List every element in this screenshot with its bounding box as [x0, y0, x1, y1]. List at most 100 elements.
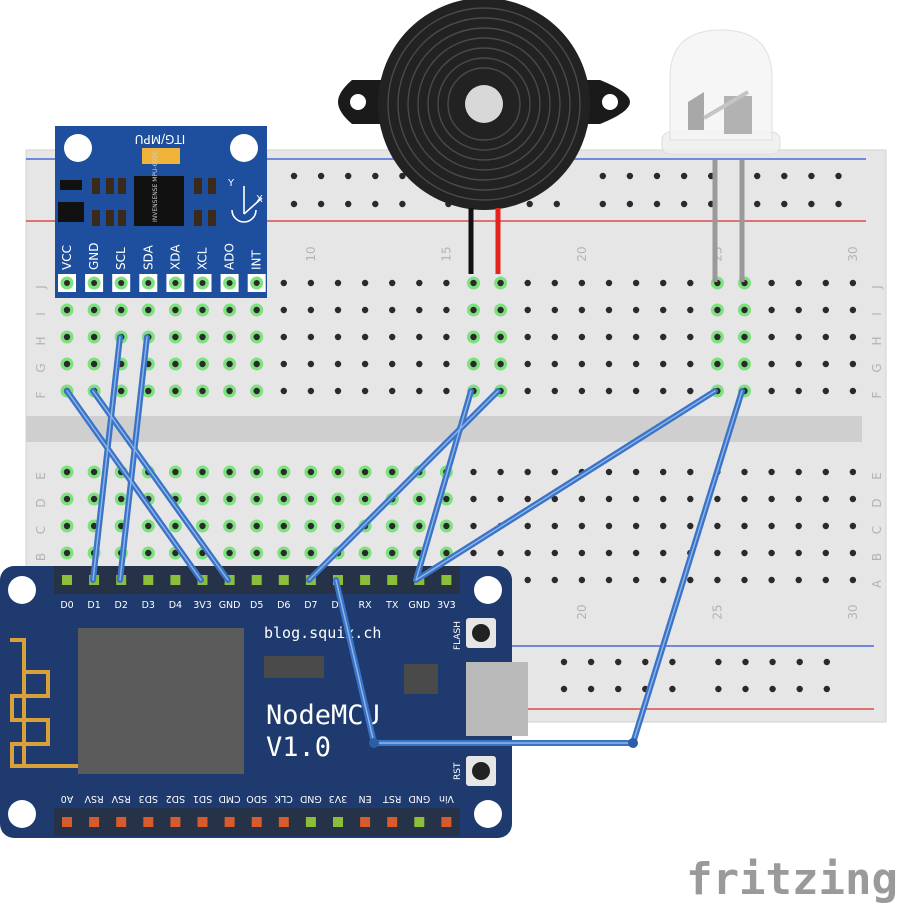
hole-bot-dot-9-1: [280, 495, 287, 503]
hole-bot-dot-24-1: [687, 495, 694, 503]
mpu-mount-hole-right: [230, 134, 258, 162]
hole-top-dot-20-1: [578, 306, 586, 314]
hole-top-dot-14-3: [416, 360, 423, 368]
rail-hole: [715, 658, 722, 666]
hole-top-dot-28-4: [795, 387, 802, 395]
hole-bot-dot-12-0: [361, 468, 369, 476]
hole-top-dot-15-2: [443, 333, 450, 341]
hole-top-dot-3-4: [118, 387, 125, 395]
hole-top-dot-10-3: [307, 360, 315, 368]
hole-top-dot-13-2: [389, 333, 396, 341]
hole-bot-dot-1-3: [63, 549, 71, 557]
mpu-resistor-1: [92, 178, 100, 194]
hole-bot-dot-26-3: [741, 549, 748, 557]
usb-connector: [466, 662, 528, 736]
nodemcu-bottom-pin-1: [89, 817, 100, 827]
hole-top-dot-25-3: [714, 360, 721, 368]
hole-bot-dot-22-4: [632, 576, 640, 584]
mpu-pin-hole-int: [253, 280, 260, 286]
hole-top-dot-14-1: [416, 306, 423, 314]
nodemcu-top-pin-label-d2: D2: [115, 600, 128, 611]
mpu-resistor-10: [208, 210, 216, 226]
hole-bot-dot-23-2: [660, 522, 667, 530]
row-label-left-H: H: [34, 336, 48, 345]
nodemcu-mount-hole-tl: [8, 576, 36, 604]
hole-bot-dot-4-3: [145, 549, 152, 557]
hole-bot-dot-10-1: [307, 495, 315, 503]
nodemcu-top-pin-label-tx: TX: [385, 600, 399, 611]
row-label-left-F: F: [34, 391, 48, 398]
hole-bot-dot-15-3: [443, 549, 450, 557]
esp-shield: [78, 628, 244, 774]
hole-top-dot-16-3: [470, 360, 477, 368]
row-label-right-B: B: [870, 553, 884, 561]
hole-bot-dot-23-0: [660, 468, 667, 476]
rail-hole: [317, 200, 325, 208]
mpu-pin-hole-ado: [226, 280, 233, 286]
rst-button-cap[interactable]: [472, 762, 490, 780]
nodemcu-top-pin-label-rx: RX: [359, 600, 373, 611]
hole-bot-dot-13-3: [389, 549, 396, 557]
hole-top-dot-15-3: [443, 360, 450, 368]
hole-top-dot-8-3: [253, 360, 260, 368]
hole-bot-dot-21-0: [605, 468, 613, 476]
nodemcu-top-pin-label-d5: D5: [250, 600, 263, 611]
row-label-left-B: B: [34, 553, 48, 561]
wifi-antenna-trace: [10, 638, 80, 768]
hole-top-dot-22-0: [632, 279, 640, 287]
hole-bot-dot-24-4: [687, 576, 694, 584]
rail-hole: [372, 200, 379, 208]
hole-top-dot-7-3: [226, 360, 233, 368]
hole-top-dot-10-1: [307, 306, 315, 314]
nodemcu-bottom-pin-label-1: RSV: [84, 793, 104, 804]
hole-top-dot-23-0: [660, 279, 667, 287]
nodemcu-bottom-pin-label-13: GND: [408, 793, 430, 804]
flash-label: FLASH: [453, 621, 463, 650]
buzzer-center: [465, 85, 503, 123]
hole-bot-dot-13-2: [389, 522, 396, 530]
mpu-axis-x: X: [256, 194, 263, 205]
hole-top-dot-22-2: [632, 333, 640, 341]
nodemcu-bottom-pin-2: [116, 817, 127, 827]
hole-bot-dot-24-0: [687, 468, 694, 476]
hole-bot-dot-16-2: [470, 522, 477, 530]
hole-top-dot-24-0: [687, 279, 694, 287]
mpu-regulator: [58, 202, 84, 222]
hole-bot-dot-18-0: [524, 468, 531, 476]
nodemcu-chip-small: [264, 656, 324, 678]
rail-hole: [399, 200, 406, 208]
hole-top-dot-13-0: [389, 279, 396, 287]
hole-top-dot-24-4: [687, 387, 694, 395]
hole-bot-dot-21-3: [605, 549, 613, 557]
hole-bot-dot-21-1: [605, 495, 613, 503]
hole-bot-dot-21-4: [605, 576, 613, 584]
hole-bot-dot-17-1: [497, 495, 504, 503]
hole-bot-dot-7-3: [226, 549, 233, 557]
hole-top-dot-23-2: [660, 333, 667, 341]
row-label-left-D: D: [34, 498, 48, 507]
flash-button-cap[interactable]: [472, 624, 490, 642]
rail-hole: [345, 200, 352, 208]
hole-top-dot-11-3: [334, 360, 342, 368]
hole-bot-dot-20-1: [578, 495, 586, 503]
led-post: [724, 96, 752, 134]
hole-bot-dot-8-0: [253, 468, 260, 476]
mpu-resistor-4: [92, 210, 100, 226]
hole-bot-dot-25-2: [714, 522, 721, 530]
hole-bot-dot-16-0: [470, 468, 477, 476]
hole-bot-dot-27-4: [768, 576, 775, 584]
hole-bot-dot-2-1: [90, 495, 98, 503]
mpu-resistor-2: [106, 178, 114, 194]
rail-hole: [680, 200, 688, 208]
hole-top-dot-19-1: [551, 306, 558, 314]
nodemcu-mount-hole-tr: [474, 576, 502, 604]
led-anvil: [688, 92, 704, 130]
rail-hole: [290, 200, 298, 208]
col-number-bottom-20: 20: [575, 604, 589, 619]
hole-top-dot-6-3: [199, 360, 206, 368]
led: [661, 29, 781, 282]
rail-hole: [345, 172, 352, 180]
row-label-left-C: C: [34, 526, 48, 534]
hole-bot-dot-28-2: [795, 522, 802, 530]
